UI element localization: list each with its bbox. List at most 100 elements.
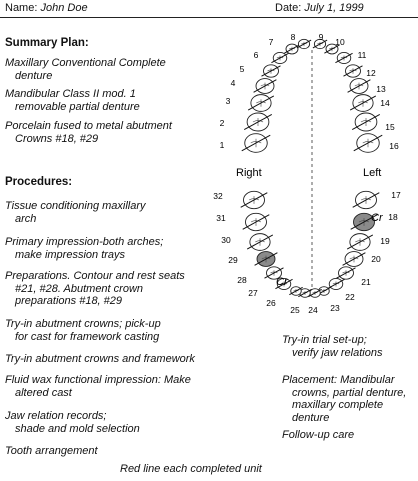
procedure-line: preparations #18, #29 [15,295,123,307]
procedure-item: Jaw relation records; shade and mold sel… [5,410,140,435]
procedure-item: Primary impression-both arches; make imp… [5,236,163,261]
date-value: July 1, 1999 [304,2,364,14]
procedure-line: Follow-up care [282,429,355,441]
tooth-2-mark [243,113,273,131]
tooth-25-mark [298,288,312,298]
summary-title: Summary Plan: [5,37,89,49]
procedure-item: Tissue conditioning maxillary arch [5,200,146,225]
crown-label: Cr [371,212,384,224]
summary-item: Mandibular Class II mod. 1 removable par… [5,88,140,113]
header-divider [0,17,418,18]
crown-label: Cr [276,276,289,288]
tooth-number: 19 [380,236,390,246]
procedure-item: Placement: Mandibular crowns, partial de… [282,374,406,424]
tooth-number: 4 [231,78,236,88]
tooth-number: 12 [366,68,376,78]
procedure-line: Try-in abutment crowns and framework [5,353,195,365]
tooth-4-mark [253,79,277,93]
tooth-11-mark [335,52,353,64]
footer-note: Red line each completed unit [120,463,262,475]
procedure-line: Tooth arrangement [5,445,98,457]
date-label: Date: [275,2,302,14]
tooth-20-mark [342,252,366,266]
procedure-line: verify jaw relations [292,346,383,359]
summary-line: denture [15,69,53,82]
procedure-item: Follow-up care [282,429,354,442]
tooth-31-mark [242,214,270,230]
procedure-line: Try-in trial set-up; [282,334,367,346]
tooth-10-mark [324,44,340,54]
procedure-line: altered cast [15,386,72,399]
procedure-line: Tissue conditioning maxillary [5,200,146,212]
tooth-28-mark [264,267,284,279]
tooth-26-mark [289,286,303,296]
tooth-1-mark [241,134,271,152]
tooth-3-mark [247,95,275,111]
tooth-number: 6 [254,50,259,60]
summary-item: Maxillary Conventional Complete denture [5,57,166,82]
tooth-number: 23 [330,303,340,313]
tooth-number: 26 [266,298,276,308]
procedure-line: denture [292,411,330,424]
tooth-number: 29 [228,255,238,265]
tooth-number: 30 [221,235,231,245]
tooth-number: 11 [358,50,367,60]
procedure-line: shade and mold selection [15,422,140,435]
tooth-12-mark [343,65,363,77]
name-label: Name: [5,2,38,14]
summary-line: removable partial denture [15,100,140,113]
tooth-30-mark [246,234,274,250]
procedure-line: maxillary complete [292,399,384,411]
tooth-number: 24 [308,305,318,315]
tooth-number: 17 [391,190,401,200]
procedure-item: Try-in abutment crowns and framework [5,353,195,366]
procedure-line: for cast for framework casting [15,330,160,343]
procedure-line: make impression trays [15,248,126,261]
tooth-number: 27 [248,288,258,298]
procedure-line: Jaw relation records; [5,410,107,422]
procedure-line: arch [15,212,37,225]
procedure-line: Try-in abutment crowns; pick-up [5,318,161,330]
summary-line: Porcelain fused to metal abutment [5,120,172,132]
tooth-number: 15 [385,122,395,132]
procedures-title: Procedures: [5,176,73,188]
tooth-29-mark [254,252,278,266]
tooth-number: 2 [220,118,225,128]
side-left-label: Left [363,167,381,179]
summary-line: Mandibular Class II mod. 1 [5,88,136,100]
tooth-8-mark [296,39,312,49]
procedure-line: Placement: Mandibular [282,374,395,386]
tooth-number: 3 [226,96,231,106]
procedure-item: Preparations. Contour and rest seats #21… [5,270,185,308]
summary-line: Maxillary Conventional Complete [5,57,166,69]
tooth-number: 5 [240,64,245,74]
side-right-label: Right [236,167,262,179]
tooth-5-mark [261,65,281,77]
procedure-item: Tooth arrangement [5,445,98,458]
tooth-number: 32 [213,191,223,201]
procedure-line: Primary impression-both arches; [5,236,164,248]
name-row: Name: John Doe [5,2,88,15]
tooth-number: 20 [371,254,381,264]
tooth-7-mark [284,44,300,54]
procedure-line: Preparations. Contour and rest seats [5,270,185,282]
tooth-18-mark [350,214,378,230]
tooth-21-mark [336,267,356,279]
tooth-number: 8 [291,32,296,42]
tooth-number: 16 [389,141,399,151]
tooth-13-mark [347,79,371,93]
date-row: Date: July 1, 1999 [275,2,364,15]
procedure-item: Try-in abutment crowns; pick-up for cast… [5,318,161,343]
procedure-line: Fluid wax functional impression: Make [5,374,191,386]
procedure-item: Fluid wax functional impression: Make al… [5,374,191,399]
tooth-number: 14 [380,98,390,108]
tooth-27-mark [275,278,293,290]
summary-item: Porcelain fused to metal abutment Crowns… [5,120,172,145]
tooth-17-mark [352,192,380,208]
tooth-number: 1 [220,140,225,150]
procedure-line: #21, #28. Abutment crown [15,282,144,295]
patient-name: John Doe [40,2,88,14]
tooth-14-mark [349,95,377,111]
